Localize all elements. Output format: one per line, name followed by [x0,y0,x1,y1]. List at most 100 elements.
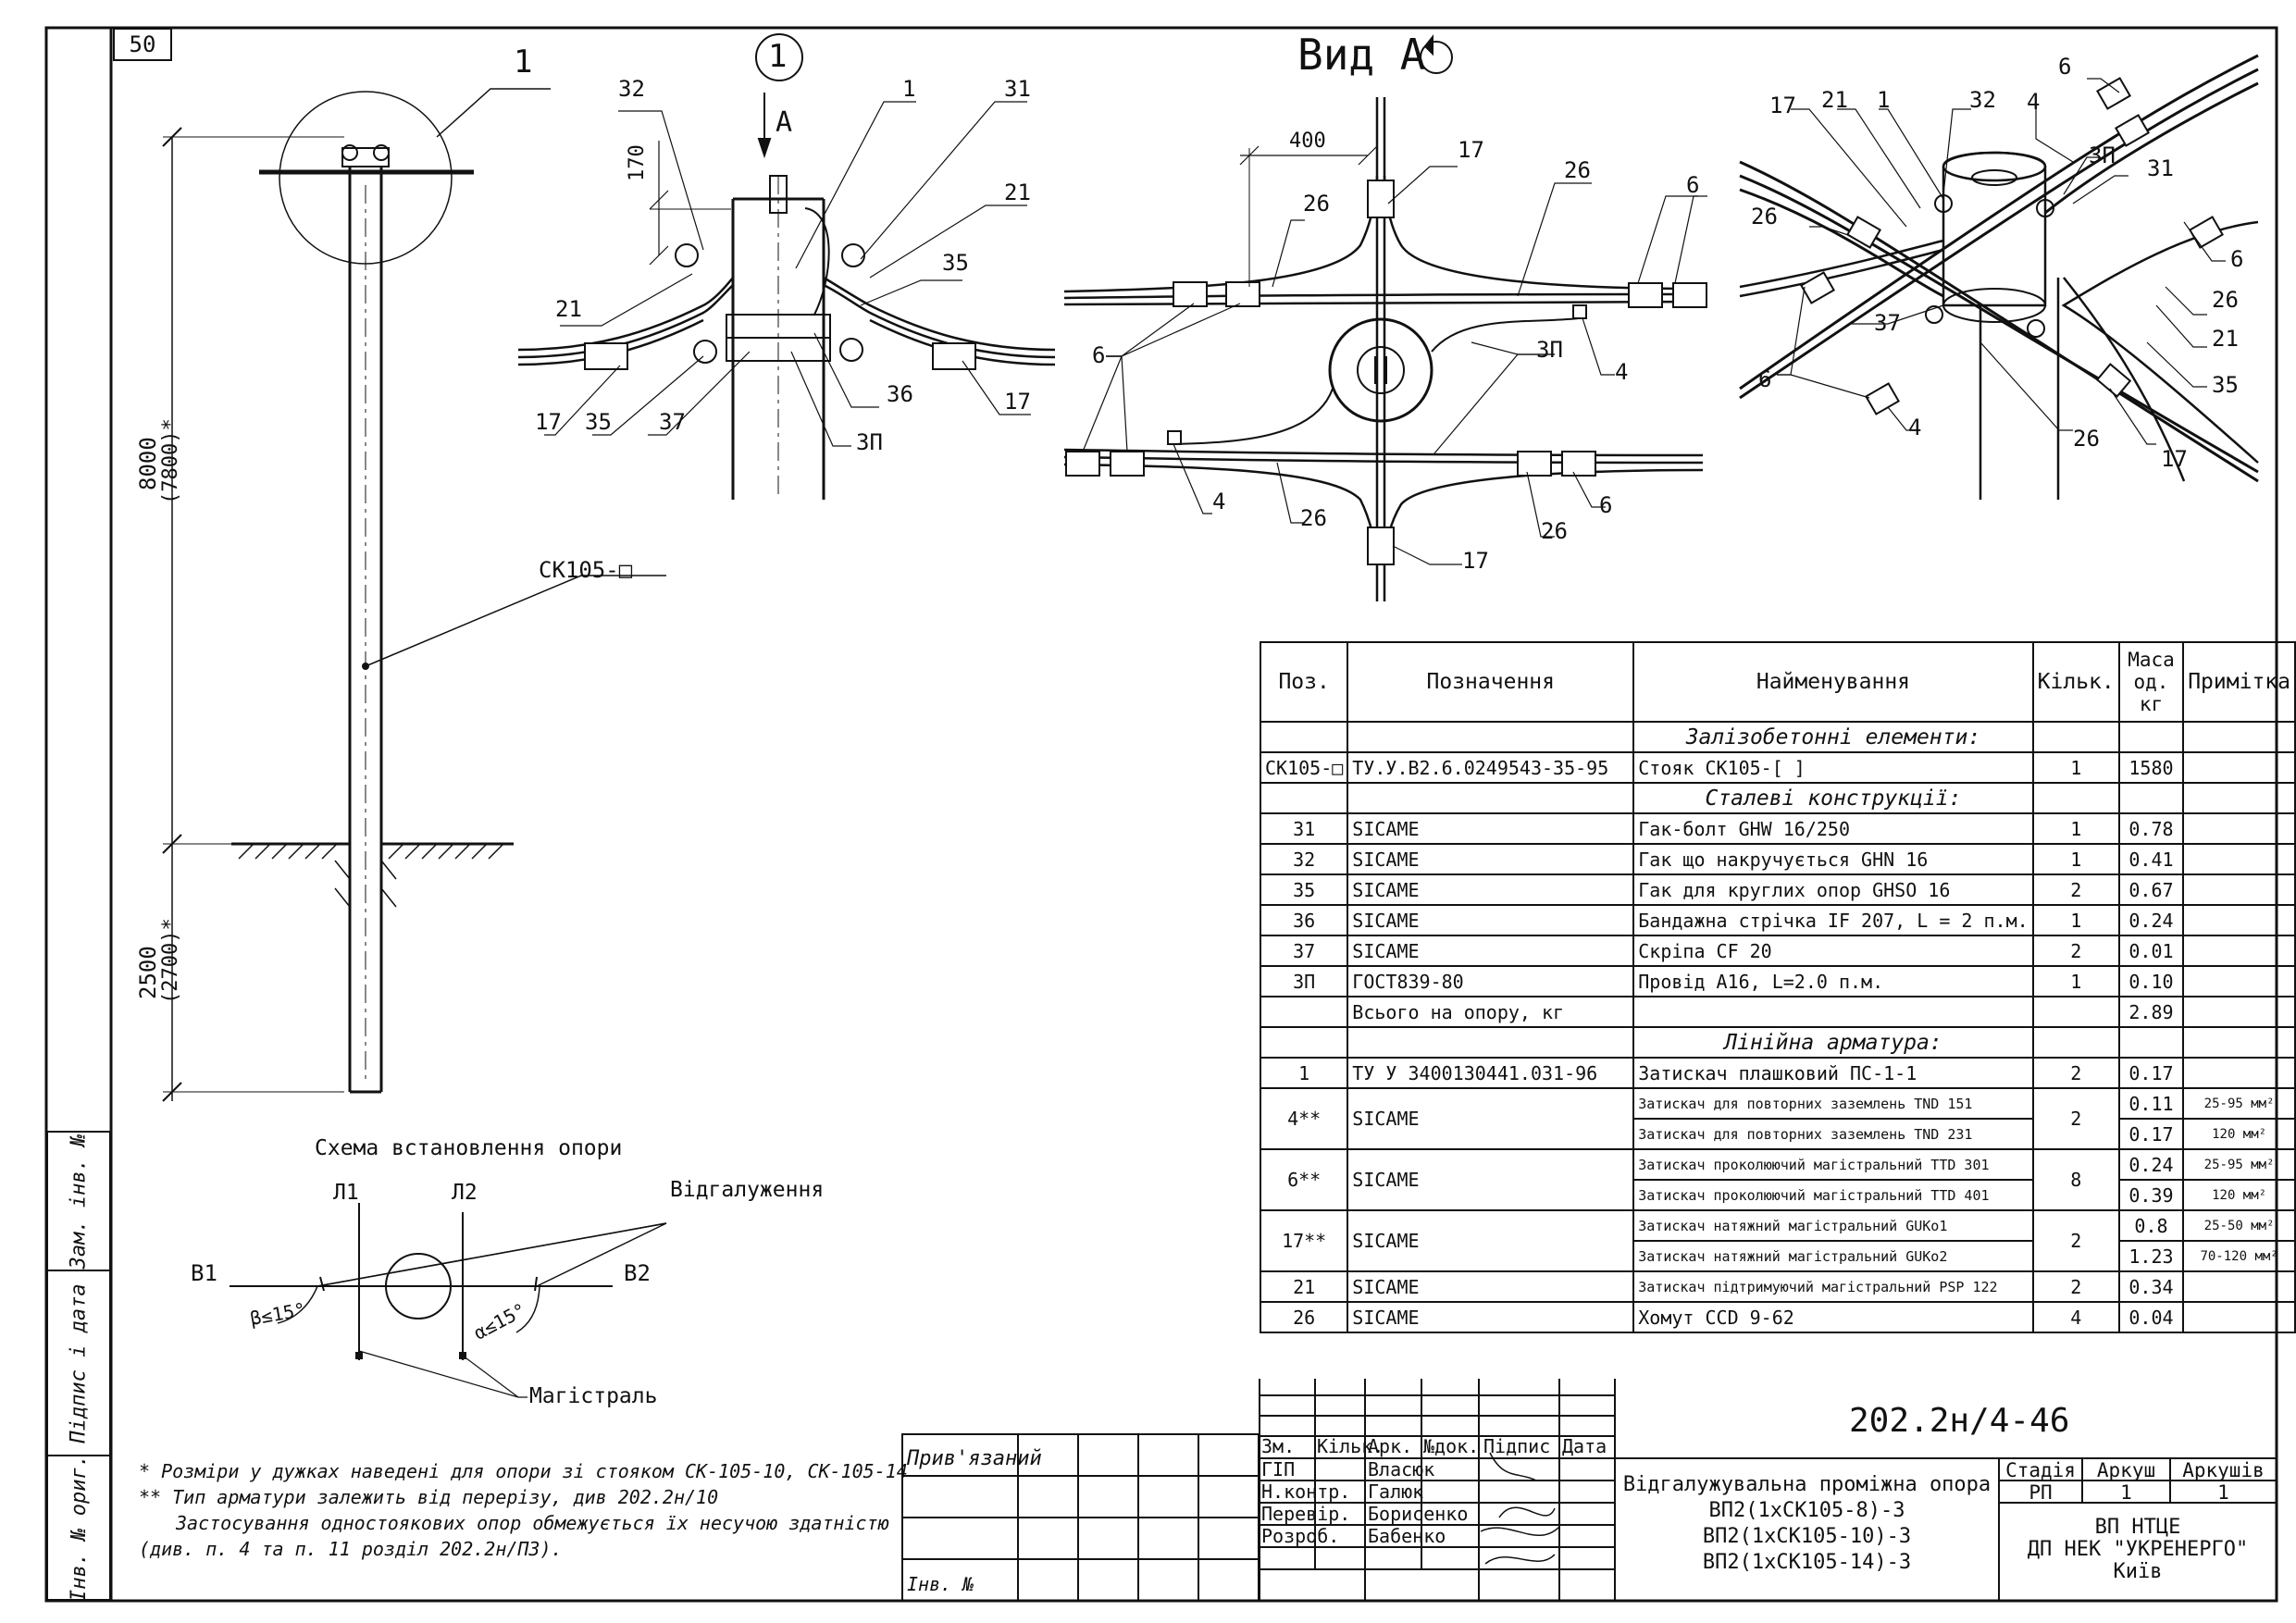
iso-label-4-top: 4 [2027,89,2041,115]
cell-pos: 17** [1259,1209,1349,1272]
cell-name: Затискач для повторних заземлень TND 151 [1632,1087,2034,1120]
cell-name: Затискач проколюючий магістральний TTD 4… [1632,1179,2034,1211]
side-stamp-original-label: Інв. № ориг. [67,1454,91,1602]
cell-note: 120 мм² [2182,1118,2296,1150]
table-row: 3П ГОСТ839-80 Провід А16, L=2.0 п.м. 1 0… [1259,965,2296,997]
iso-label-3p: 3П [2089,142,2116,168]
change-hdr-qty: Кільк. [1317,1435,1384,1457]
cell-note: 25-95 мм² [2182,1087,2296,1120]
iso-label-6-right: 6 [2230,246,2244,272]
dim-above-ground: 8000 [135,437,161,490]
cell-mass: 0.41 [2117,843,2185,875]
dim-170: 170 [626,144,649,181]
change-hdr-doc: №док. [1423,1435,1480,1457]
note-2: ** Тип арматури залежить від перерізу, д… [139,1486,719,1508]
dim-400: 400 [1289,130,1326,153]
cell-qty: 2 [2031,1270,2120,1303]
table-row: 36 SICAME Бандажна стрічка IF 207, L = 2… [1259,904,2296,936]
org-line-3: Київ [2113,1560,2163,1583]
cell-mass: 0.17 [2117,1057,2185,1089]
cell-name: Затискач проколюючий магістральний TTD 3… [1632,1148,2034,1181]
va-label-17-bottom: 17 [1462,548,1489,574]
name-perevir: Борисенко [1368,1503,1469,1525]
table-row: 37 SICAME Скріпа CF 20 2 0.01 [1259,935,2296,967]
cell-qty: 2 [2031,1087,2120,1150]
org-line-2: ДП НЕК "УКРЕНЕРГО" [2027,1538,2249,1561]
cell-mass: 0.11 [2117,1087,2185,1120]
org-line-1: ВП НТЦЕ [2094,1516,2181,1539]
cell-pos: 3П [1259,965,1349,997]
cell-designation: SICAME [1347,935,1635,967]
va-label-4-right: 4 [1615,359,1629,385]
cell-note: 120 мм² [2182,1179,2296,1211]
cell-designation: SICAME [1347,1087,1635,1150]
title-line-3: ВП2(1хСК105-10)-3 [1702,1525,1912,1548]
note-1: * Розміри у дужках наведені для опори зі… [139,1460,908,1482]
cell-qty: 1 [2031,751,2120,784]
change-hdr-date: Дата [1562,1435,1607,1457]
hdr-pos: Поз. [1259,641,1349,723]
hdr-qty: Кільк. [2031,641,2120,723]
cell-mass: 1580 [2117,751,2185,784]
cell-pos: 35 [1259,873,1349,906]
iso-label-21-top: 21 [1821,87,1848,113]
iso-label-1: 1 [1877,87,1891,113]
cell-mass: 0.67 [2117,873,2185,906]
spec-header-row: Поз. Позначення Найменування Кільк. Маса… [1259,641,2296,723]
cell-note: 70-120 мм² [2182,1240,2296,1272]
dim-below-ground-alt: (2700)* [159,918,182,1004]
cell-qty: 1 [2031,965,2120,997]
cell-note: 25-95 мм² [2182,1148,2296,1181]
view-marker: 1 [768,38,788,75]
total-row: Всього на опору, кг 2.89 [1259,996,2296,1028]
table-row: 6** SICAME Затискач проколюючий магістра… [1259,1148,2296,1211]
iso-label-26-left: 26 [1751,204,1778,229]
cell-pos: 1 [1259,1057,1349,1089]
section-row: Залізобетонні елементи: [1259,721,2296,753]
role-nkontr: Н.контр. [1261,1481,1351,1503]
table-row: 26 SICAME Хомут CCD 9-62 4 0.04 [1259,1301,2296,1333]
detail-1-drawing [517,33,1056,500]
cell-name: Провід А16, L=2.0 п.м. [1632,965,2034,997]
cell-mass: 0.04 [2117,1301,2185,1333]
section-title: Залізобетонні елементи: [1632,721,2034,753]
note-4: (див. п. 4 та п. 11 розділ 202.2н/ПЗ). [139,1538,563,1560]
role-perevir: Перевір. [1261,1503,1351,1525]
table-row: Затискач натяжний магістральний GUKo2 1.… [1260,1240,2296,1272]
cell-mass: 0.78 [2117,812,2185,845]
iso-label-26-bottom: 26 [2073,426,2100,452]
view-a-drawing [1063,34,1707,601]
table-row: 21 SICAME Затискач підтримуючий магістра… [1259,1270,2296,1303]
d1-label-35-right: 35 [942,250,969,276]
cell-mass: 1.23 [2117,1240,2185,1272]
cell-name: Гак для круглих опор GHSO 16 [1632,873,2034,906]
cell-mass: 0.01 [2117,935,2185,967]
cell-pos: 26 [1259,1301,1349,1333]
side-stamp-signature: Підпис і дата [46,1270,111,1455]
cell-pos: 37 [1259,935,1349,967]
va-label-6-bottom: 6 [1599,492,1613,518]
cell-qty: 2 [2031,873,2120,906]
cell-qty: 2 [2031,935,2120,967]
title-line-1: Відгалужувальна проміжна опора [1622,1473,1992,1496]
pole-elevation [162,88,666,1102]
d1-label-17-left: 17 [535,409,562,435]
cell-name: Стояк СК105-[ ] [1632,751,2034,784]
table-row: Затискач для повторних заземлень TND 231… [1260,1118,2296,1150]
cell-name: Скріпа CF 20 [1632,935,2034,967]
table-row: 1 ТУ У 3400130441.031-96 Затискач плашко… [1259,1057,2296,1089]
side-stamp-replacement: Зам. інв. № [46,1131,111,1270]
role-rozrob: Розроб. [1261,1525,1340,1547]
cell-designation: ТУ.У.В2.6.0249543-35-95 [1347,751,1635,784]
iso-label-6-left: 6 [1758,366,1772,392]
cell-designation: ТУ У 3400130441.031-96 [1347,1057,1635,1089]
cell-qty: 2 [2031,1209,2120,1272]
note-3: Застосування одностоякових опор обмежуєт… [176,1512,889,1534]
total-mass: 2.89 [2117,996,2185,1028]
iso-label-6-top: 6 [2058,54,2072,80]
pole-name-label: СК105-□ [539,557,633,583]
cell-name: Затискач підтримуючий магістральний PSP … [1632,1270,2034,1303]
cell-designation: SICAME [1347,843,1635,875]
iso-label-17-top: 17 [1769,93,1796,118]
iso-label-37: 37 [1874,310,1901,336]
